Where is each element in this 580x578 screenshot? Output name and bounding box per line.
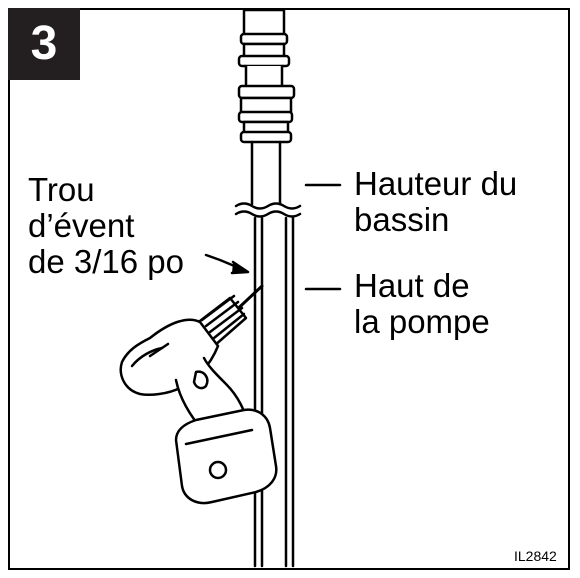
upper-pipe: [250, 140, 282, 206]
pipe-break-marks: [234, 202, 302, 218]
vent-hole-label-line-1: Trou: [28, 171, 95, 208]
step-number-badge: 3: [8, 8, 80, 80]
vent-hole-arrowhead: [230, 260, 250, 275]
pump-top-label-line-1: Haut de: [354, 267, 470, 304]
vent-hole-label-line-2: d’évent: [28, 207, 135, 244]
panel-border: [8, 8, 570, 570]
leader-lines: [204, 183, 342, 291]
vent-hole-label-line-3: de 3/16 po: [28, 243, 184, 280]
basin-height-label: Hauteur du bassin: [354, 166, 517, 238]
basin-height-label-line-2: bassin: [354, 201, 450, 238]
pump-top-label: Haut de la pompe: [354, 268, 490, 340]
basin-height-label-line-1: Hauteur du: [354, 165, 518, 202]
drill-icon: [119, 284, 278, 505]
pipe-coupling-assembly: [237, 8, 296, 144]
lower-pipe: [253, 216, 295, 568]
pump-top-label-line-2: la pompe: [354, 303, 490, 340]
vent-hole-label: Trou d’évent de 3/16 po: [28, 172, 184, 280]
illustration-id: IL2842: [514, 548, 557, 564]
